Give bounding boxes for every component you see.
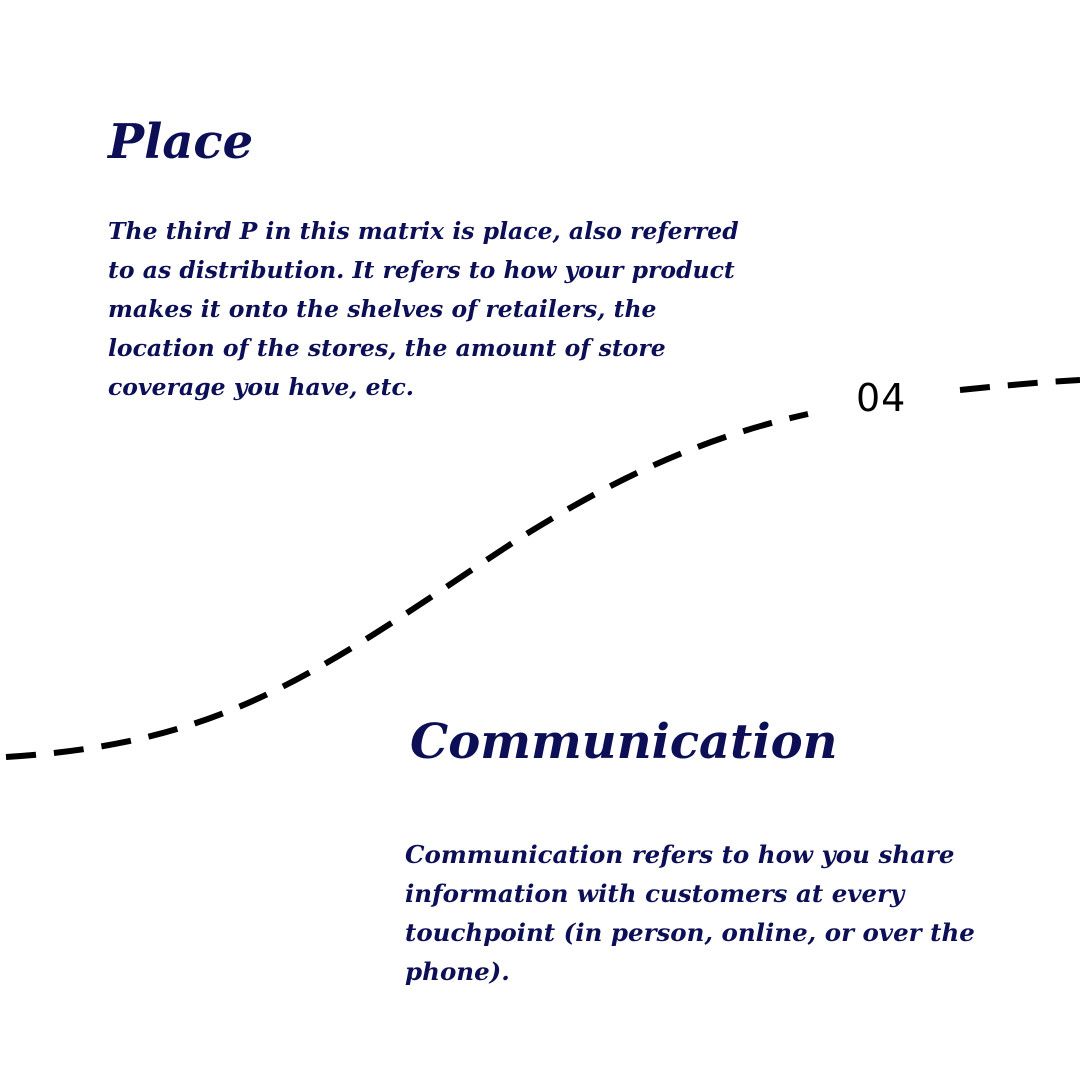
step-number: 04 xyxy=(856,376,907,420)
communication-heading: Communication xyxy=(410,714,838,770)
communication-description: Communication refers to how you share in… xyxy=(405,840,975,986)
place-heading: Place xyxy=(108,114,254,170)
place-description: The third P in this matrix is place, als… xyxy=(108,217,739,401)
dashed-path-upper-segment xyxy=(959,377,1080,393)
dashed-path-lower-segment xyxy=(5,411,809,760)
